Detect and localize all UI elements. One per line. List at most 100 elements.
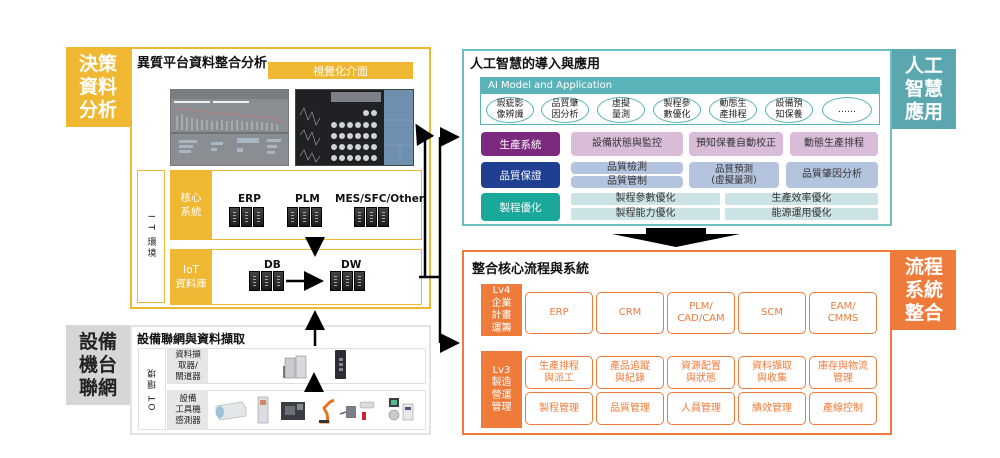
ai-model-process-param-opt: 製程參數優化 — [653, 97, 701, 123]
gateway-tag: 資料擷取器/閘道器 — [168, 349, 208, 383]
dashboard-pie-grid-thumbnail — [299, 90, 413, 165]
visualization-interface-label: 視覺化介面 — [268, 62, 413, 79]
ai-row-tag-quality: 品質保證 — [481, 162, 560, 188]
core-systems-tag: 核心系統 — [170, 170, 212, 240]
devices-tag: 設備工具機感測器 — [168, 391, 208, 429]
tag-line: 分析 — [78, 98, 117, 121]
lv3-line-control: 產線控制 — [809, 392, 877, 425]
ai-cell-quality-prediction: 品質預測 (虛擬量測) — [689, 162, 779, 188]
ai-row-tag-process: 製程優化 — [481, 193, 560, 221]
equipment-network-tag: 設備機台聯網 — [66, 325, 130, 405]
lv4-erp: ERP — [525, 292, 593, 334]
equipment-panel-title: 設備聯網與資料擷取 — [137, 332, 246, 346]
control-cabinet-icon — [257, 396, 269, 424]
tag-line: 運籌 — [491, 322, 512, 334]
process-integration-tag: 流程系統整合 — [892, 250, 956, 330]
it-environment-label: I T 環境 — [137, 170, 165, 303]
ai-panel-title: 人工智慧的導入與應用 — [470, 57, 601, 72]
dashboard-screenshot-pie-grid — [295, 89, 414, 166]
ai-application-tag: 人工智慧應用 — [892, 49, 956, 129]
ai-model-virtual-metrology: 虛擬量測 — [597, 97, 645, 123]
pill-line: 瑕疵影 — [496, 99, 524, 109]
tag-line: 人工 — [904, 54, 943, 77]
tag-line: 聯網 — [78, 376, 117, 399]
pill-line: 數優化 — [663, 110, 691, 120]
ai-cell-energy-optimization: 能源運用優化 — [725, 208, 878, 220]
ai-model-quality-root-cause: 品質肇因分析 — [541, 97, 589, 123]
dashboard-bar-chart-thumbnail — [171, 90, 288, 154]
lv3-quality-management: 品質管理 — [596, 392, 664, 425]
iot-database-panel — [170, 249, 422, 305]
pill-line: 品質肇 — [551, 99, 579, 109]
pill-line: 動態生 — [719, 99, 747, 109]
ai-model-list — [480, 94, 880, 125]
lv3-resource-allocation: 資源配置 與狀態 — [667, 356, 735, 389]
dw-label: DW — [341, 259, 362, 271]
decision-analysis-tag: 決策資料分析 — [66, 47, 130, 127]
lv3-product-tracking: 產品追蹤 與紀錄 — [596, 356, 664, 389]
tag-line: 流程 — [904, 255, 943, 278]
tag-line: 管理 — [491, 402, 512, 413]
mes-label: MES/SFC/Other — [335, 193, 425, 205]
iot-database-tag: IoT 資料庫 — [170, 249, 212, 305]
pill-line: 設備預 — [775, 99, 803, 109]
tag-line: 整合 — [904, 301, 943, 324]
tag-line: 製造 — [491, 377, 512, 388]
lv3-data-acquisition: 資料擷取 與收集 — [738, 356, 806, 389]
tag-line: 系統 — [180, 206, 202, 218]
tag-line: Lv4 — [492, 285, 511, 296]
tag-line: IoT — [183, 264, 199, 276]
lv3-performance-management: 績效管理 — [738, 392, 806, 425]
ot-environment-label: OT 環境 — [138, 348, 166, 430]
pill-line: 量測 — [611, 110, 630, 120]
arrow-to-dashboard — [415, 123, 435, 146]
gateway-row — [167, 348, 426, 384]
pill-line: 因分析 — [551, 110, 579, 120]
ai-cell-dynamic-scheduling: 動態生產排程 — [790, 132, 878, 156]
lv4-plm-cad-cam: PLM/ CAD/CAM — [667, 292, 735, 334]
tag-line: 資料 — [78, 75, 117, 98]
ai-cell-quality-control: 品質管制 — [571, 176, 683, 188]
lv3-personnel-management: 人員管理 — [667, 392, 735, 425]
tag-line: 計畫 — [491, 310, 512, 321]
ai-model-predictive-maintenance: 設備預知保養 — [765, 97, 813, 123]
tag-line: 應用 — [904, 100, 943, 123]
tag-line: 機台 — [78, 353, 117, 376]
pill-line: …… — [838, 104, 856, 115]
ai-cell-param-optimization: 製程參數優化 — [571, 193, 720, 205]
ai-cell-predictive-calibration: 預知保養自動校正 — [689, 132, 783, 156]
tag-line: 營運 — [491, 389, 512, 401]
power-meter-icon — [388, 398, 414, 421]
ai-model-bar: AI Model and Application — [480, 77, 880, 94]
lv4-eam-cmms: EAM/ CMMS — [809, 292, 877, 334]
tag-line: 企業 — [491, 297, 512, 309]
ai-row-tag-production: 生產系統 — [481, 132, 560, 156]
mes-server-icon — [354, 207, 389, 227]
dw-server-icon — [330, 271, 365, 291]
core-systems-panel — [170, 170, 422, 240]
tag-line: Lv3 — [492, 364, 511, 376]
dashboard-screenshot-bar-chart — [170, 89, 289, 166]
plm-server-icon — [287, 207, 322, 227]
tag-line: 工具機 — [175, 404, 201, 415]
reflow-oven-icon — [215, 401, 247, 421]
cnc-machine-icon — [281, 402, 305, 420]
lv4-scm: SCM — [738, 292, 806, 334]
industrial-pc-icon — [283, 355, 307, 379]
ai-cell-equipment-monitoring: 設備狀態與監控 — [571, 132, 683, 156]
process-panel-title: 整合核心流程與系統 — [472, 262, 590, 277]
tag-line: 取器/ — [178, 360, 198, 371]
tag-line: 設備 — [78, 330, 117, 353]
db-label: DB — [264, 259, 281, 271]
tag-line: 智慧 — [904, 77, 943, 100]
ai-model-dynamic-scheduling: 動態生產排程 — [709, 97, 757, 123]
pill-line: 製程參 — [663, 99, 691, 109]
tag-line: 閘道器 — [175, 371, 201, 382]
pill-line: 虛擬 — [611, 99, 630, 109]
robot-arm-icon — [319, 398, 335, 424]
tag-line: 資料庫 — [175, 278, 207, 290]
pill-line: 像辨識 — [496, 110, 524, 120]
tag-line: 核心 — [180, 192, 202, 204]
